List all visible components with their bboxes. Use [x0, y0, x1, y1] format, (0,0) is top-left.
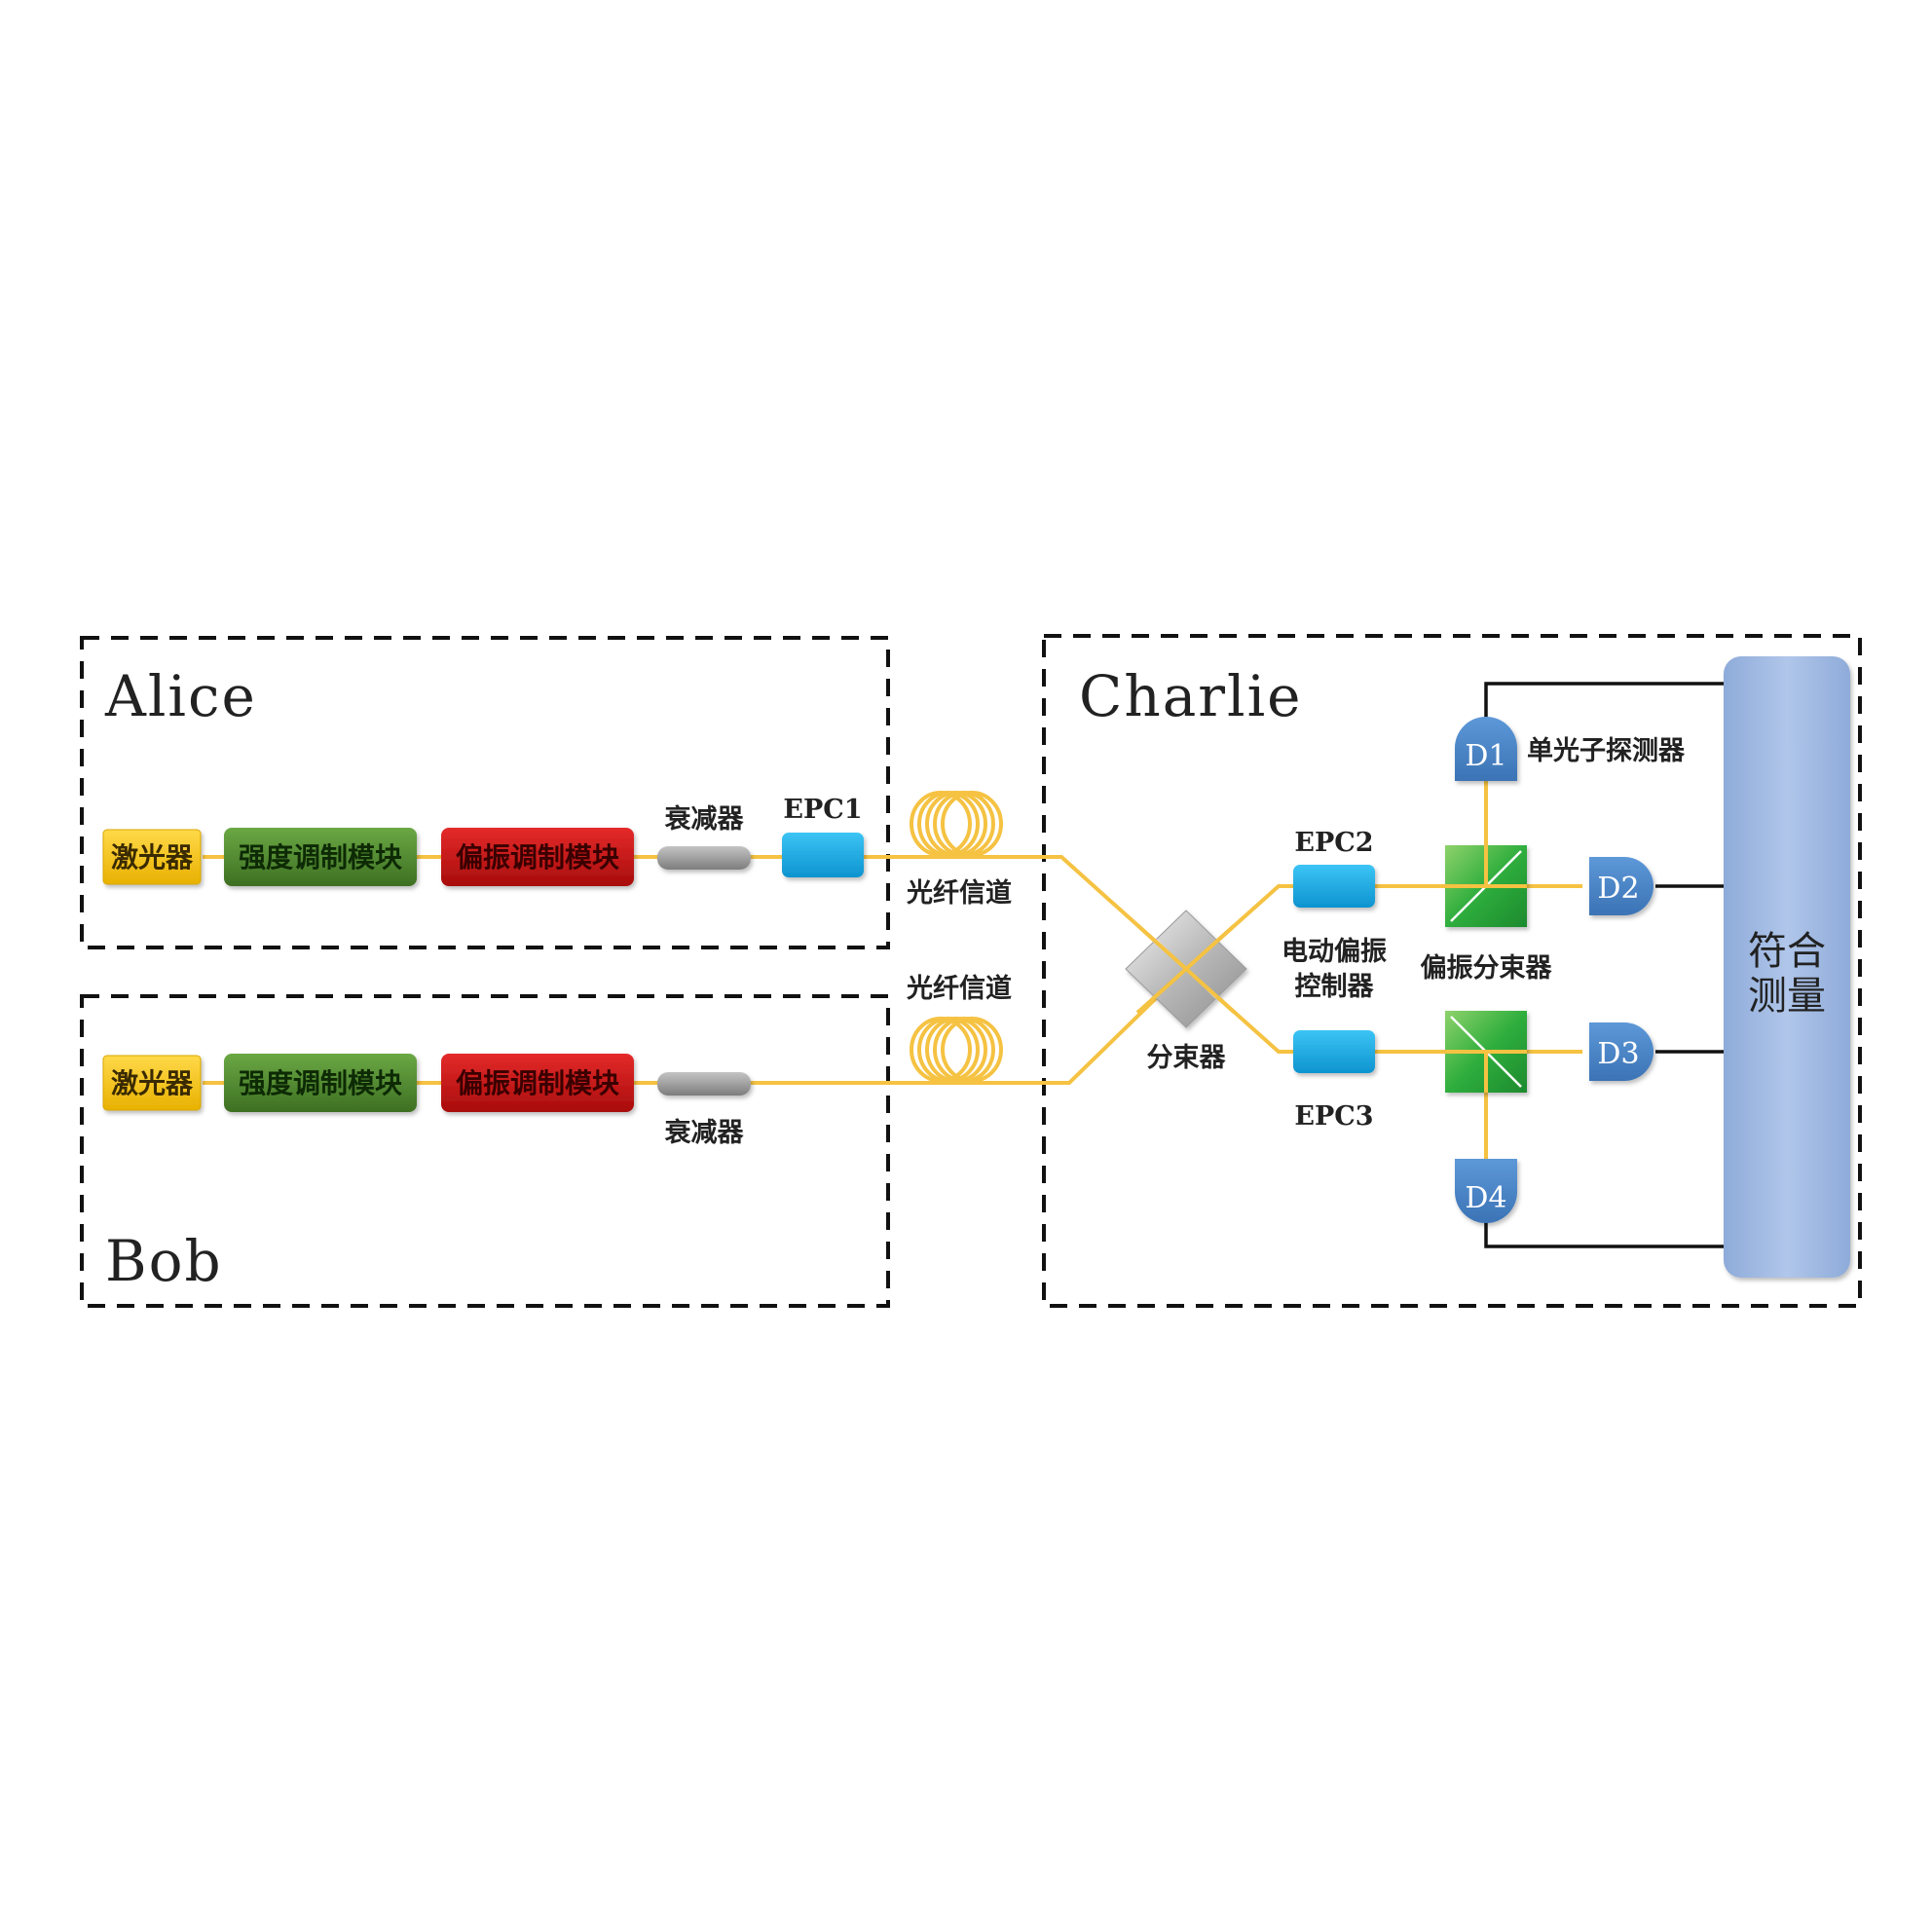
- bs-cross-b: [1135, 923, 1237, 1015]
- alice-polarization-modulator-label: 偏振调制模块: [456, 841, 619, 873]
- detector-d3: [1589, 1022, 1653, 1081]
- coincidence-label-line1: 符合: [1748, 929, 1826, 974]
- alice-boundary: [80, 636, 890, 949]
- detector-d2-label: D2: [1597, 872, 1639, 906]
- bob-polarization-modulator-label: 偏振调制模块: [456, 1067, 619, 1099]
- detector-d3-label: D3: [1597, 1037, 1639, 1071]
- epc-description-line1: 电动偏振: [1282, 937, 1387, 967]
- beam-splitter-label: 分束器: [1147, 1043, 1227, 1073]
- coincidence-measurement: [1724, 656, 1850, 1278]
- bob-intensity-modulator-label: 强度调制模块: [239, 1067, 402, 1099]
- bob-intensity-modulator: [224, 1054, 417, 1112]
- detector-d4: [1455, 1159, 1517, 1223]
- detector-d2: [1589, 857, 1653, 915]
- bob-channel-label: 光纤信道: [906, 973, 1012, 1004]
- d1-wire: [1484, 682, 1724, 718]
- alice-epc1: [782, 833, 864, 877]
- bob-laser-label: 激光器: [111, 1067, 194, 1099]
- detector-d1: [1455, 717, 1517, 781]
- alice-attenuator: [657, 846, 751, 870]
- bob-fiber-coil: [910, 1017, 1003, 1083]
- spd-label: 单光子探测器: [1527, 736, 1686, 766]
- alice-fiber-coil: [910, 791, 1003, 857]
- detector-d4-label: D4: [1465, 1181, 1506, 1215]
- pbs-label: 偏振分束器: [1421, 953, 1553, 984]
- alice-laser-label: 激光器: [111, 841, 194, 873]
- alice-epc1-label: EPC1: [783, 795, 862, 825]
- epc3: [1293, 1030, 1375, 1073]
- epc3-label: EPC3: [1294, 1101, 1373, 1132]
- alice-intensity-modulator-label: 强度调制模块: [239, 841, 402, 873]
- bob-laser: [102, 1055, 202, 1111]
- alice-laser: [102, 829, 202, 885]
- charlie-boundary: [1042, 634, 1862, 1308]
- alice-attenuator-label: 衰减器: [665, 803, 745, 835]
- bob-attenuator: [657, 1072, 751, 1096]
- bob-polarization-modulator: [441, 1054, 634, 1112]
- charlie-name: Charlie: [1079, 663, 1302, 729]
- bob-attenuator-label: 衰减器: [665, 1117, 745, 1148]
- alice-name: Alice: [104, 663, 257, 729]
- epc-description-line2: 控制器: [1295, 972, 1375, 1002]
- detector-d1-label: D1: [1465, 739, 1506, 773]
- alice-channel-label: 光纤信道: [906, 877, 1012, 909]
- coincidence-label-line2: 测量: [1748, 974, 1826, 1019]
- alice-polarization-modulator: [441, 828, 634, 886]
- detector-wiring: [1484, 682, 1724, 1248]
- epc2: [1293, 865, 1375, 908]
- alice-intensity-modulator: [224, 828, 417, 886]
- epc2-label: EPC2: [1294, 828, 1373, 858]
- bob-name: Bob: [105, 1228, 223, 1294]
- bob-boundary: [80, 994, 890, 1308]
- d4-wire: [1484, 1219, 1724, 1248]
